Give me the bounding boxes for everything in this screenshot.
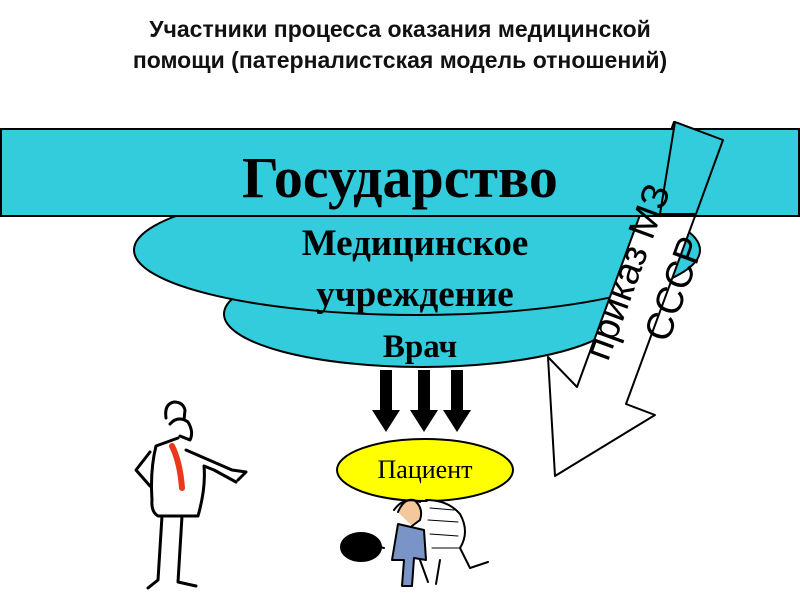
down-arrow-icon: [410, 370, 438, 432]
patient-ellipse: [336, 438, 514, 502]
title-line-2: помощи (патерналистская модель отношений…: [132, 47, 668, 73]
institution-line-2: учреждение: [316, 274, 514, 315]
down-arrow-icon: [372, 370, 400, 432]
doctor-label: Врач: [382, 329, 458, 365]
doctor-figure: [134, 400, 248, 590]
patient-figure: [340, 498, 489, 587]
page-title: Участники процесса оказания медицинской …: [0, 14, 800, 76]
title-line-1: Участники процесса оказания медицинской: [149, 16, 651, 42]
patient-label: Пациент: [377, 455, 473, 484]
institution-label: Медицинское учреждение: [260, 218, 570, 320]
down-arrows: [372, 370, 471, 432]
state-label: Государство: [242, 145, 558, 210]
down-arrow-icon: [443, 370, 471, 432]
institution-line-1: Медицинское: [301, 223, 529, 264]
